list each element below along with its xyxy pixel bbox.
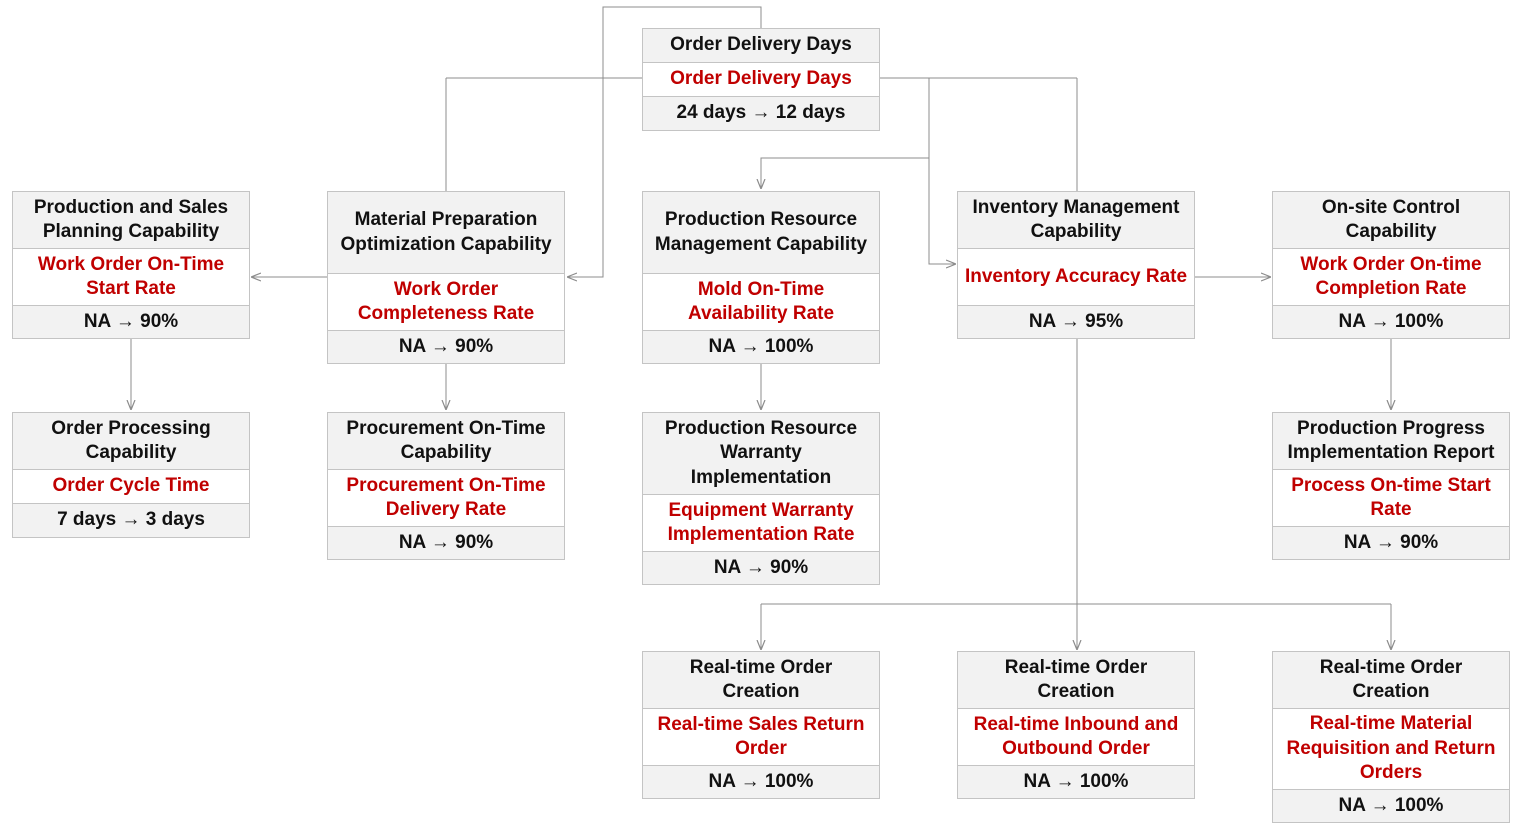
node-metric: Procurement On-Time Delivery Rate [328,470,564,527]
node-target: NA → 95% [958,306,1194,338]
node-target: NA → 100% [1273,790,1509,822]
node-resource-warranty: Production Resource Warranty Implementat… [642,412,880,585]
node-rt-sales-return: Real-time Order Creation Real-time Sales… [642,651,880,799]
node-metric: Work Order On-Time Start Rate [13,249,249,306]
node-target: 7 days → 3 days [13,504,249,537]
node-title: Material Preparation Optimization Capabi… [328,192,564,274]
node-metric: Real-time Inbound and Outbound Order [958,709,1194,766]
node-title: Real-time Order Creation [643,652,879,709]
node-metric: Process On-time Start Rate [1273,470,1509,527]
node-metric: Real-time Material Requisition and Retur… [1273,709,1509,790]
node-metric: Inventory Accuracy Rate [958,249,1194,306]
node-production-resource-management: Production Resource Management Capabilit… [642,191,880,364]
node-target: NA → 90% [1273,527,1509,559]
connector-root-to-material-prep [567,6,762,277]
connector-root-to-prod-resource [761,78,930,189]
node-title: Inventory Management Capability [958,192,1194,249]
node-title: Order Delivery Days [643,29,879,63]
node-title: Procurement On-Time Capability [328,413,564,470]
node-metric: Work Order Completeness Rate [328,274,564,331]
node-order-processing: Order Processing Capability Order Cycle … [12,412,250,538]
node-metric: Work Order On-time Completion Rate [1273,249,1509,306]
node-order-delivery-days: Order Delivery Days Order Delivery Days … [642,28,880,131]
node-onsite-control: On-site Control Capability Work Order On… [1272,191,1510,339]
node-metric: Real-time Sales Return Order [643,709,879,766]
node-title: On-site Control Capability [1273,192,1509,249]
node-target: NA → 90% [643,552,879,584]
node-metric: Order Cycle Time [13,470,249,504]
node-title: Production Resource Management Capabilit… [643,192,879,274]
node-rt-material-requisition: Real-time Order Creation Real-time Mater… [1272,651,1510,823]
node-title: Real-time Order Creation [1273,652,1509,709]
node-target: NA → 100% [1273,306,1509,338]
node-inventory-management: Inventory Management Capability Inventor… [957,191,1195,339]
node-rt-inbound-outbound: Real-time Order Creation Real-time Inbou… [957,651,1195,799]
node-title: Real-time Order Creation [958,652,1194,709]
node-target: NA → 100% [643,331,879,363]
node-target: NA → 90% [13,306,249,338]
node-title: Production and Sales Planning Capability [13,192,249,249]
node-target: NA → 100% [643,766,879,798]
connector-root-to-inventory [928,158,956,264]
node-metric: Equipment Warranty Implementation Rate [643,495,879,552]
node-metric: Mold On-Time Availability Rate [643,274,879,331]
node-title: Production Resource Warranty Implementat… [643,413,879,495]
node-title: Production Progress Implementation Repor… [1273,413,1509,470]
node-metric: Order Delivery Days [643,63,879,97]
node-title: Order Processing Capability [13,413,249,470]
node-target: NA → 100% [958,766,1194,798]
node-material-preparation: Material Preparation Optimization Capabi… [327,191,565,364]
node-target: 24 days → 12 days [643,97,879,130]
node-target: NA → 90% [328,331,564,363]
node-target: NA → 90% [328,527,564,559]
node-production-sales-planning: Production and Sales Planning Capability… [12,191,250,339]
node-progress-report: Production Progress Implementation Repor… [1272,412,1510,560]
node-procurement-on-time: Procurement On-Time Capability Procureme… [327,412,565,560]
